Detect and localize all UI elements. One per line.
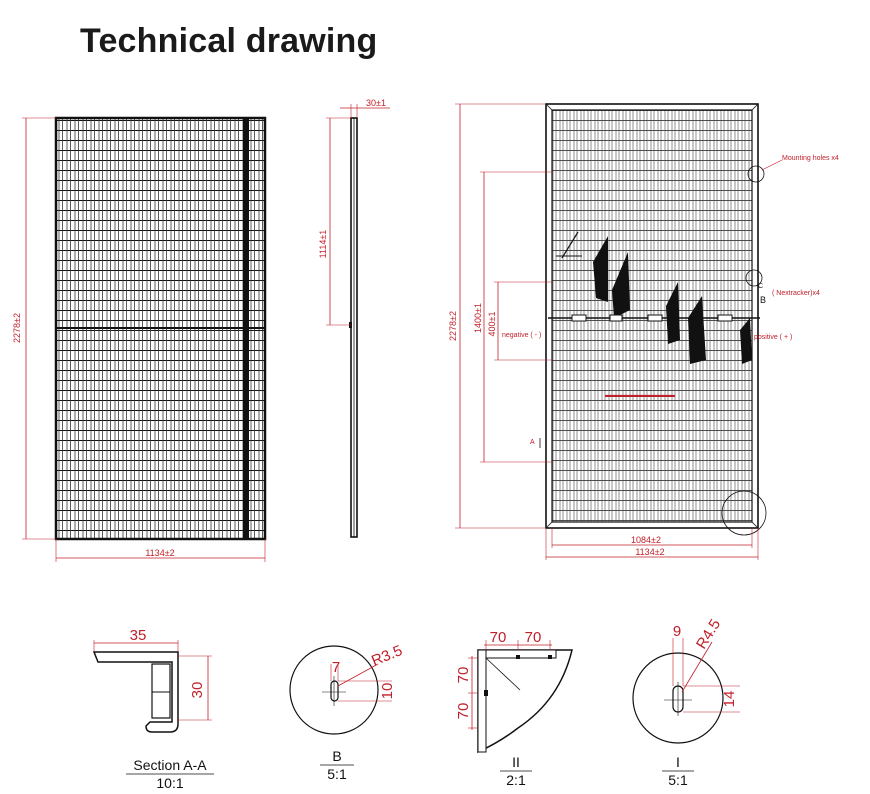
detail-b-radius: R3.5: [369, 642, 405, 670]
nextracker-label: ( Nextracker)x4: [772, 290, 820, 297]
detail-ii-label: II: [512, 754, 520, 770]
front-height-label: 2278±2: [12, 313, 22, 343]
detail-i: 9 R4.5 14 I 5:1: [632, 616, 740, 788]
detail-b-dim-b: 10: [379, 683, 396, 700]
side-thickness-label: 30±1: [366, 98, 386, 108]
nextracker-circle: [745, 269, 763, 287]
side-half-height-label: 1114±1: [318, 230, 328, 259]
detail-ii-top-b: 70: [525, 629, 542, 646]
cable-span-label: 400±1: [487, 312, 497, 337]
section-aa-detail: 35 30 Section A-A 10:1: [92, 627, 214, 791]
mount-spacing-label: 1400±1: [473, 303, 483, 333]
detail-b-slot: [330, 680, 339, 702]
detail-i-dim-b: 14: [721, 691, 738, 708]
detail-b-circle: [289, 645, 379, 735]
point-b-label: B: [760, 295, 766, 305]
detail-ii-corner: [477, 649, 573, 754]
outer-width-label: 1134±2: [635, 547, 664, 557]
detail-i-circle: [721, 490, 767, 536]
back-view: ▬▬▬▬▬▬▬▬▬▬ 2278±2 1400±1 400±1 negative …: [448, 103, 839, 560]
front-view: 2278±2 1134±2: [12, 116, 267, 562]
detail-ii: 70 70 70 70 II 2:1: [455, 629, 573, 788]
inner-width-label: 1084±2: [631, 535, 661, 545]
section-aa-scale: 10:1: [156, 775, 183, 791]
section-height-label: 30: [189, 682, 206, 699]
side-view: 30±1 1114±1: [318, 98, 390, 538]
inner-red-label: ▬▬▬▬▬▬▬▬▬▬: [605, 392, 675, 399]
section-aa-label: Section A-A: [133, 757, 207, 773]
detail-i-scale: 5:1: [668, 772, 688, 788]
detail-ii-side-b: 70: [455, 703, 472, 720]
detail-ii-top-a: 70: [490, 629, 507, 646]
back-height-label: 2278±2: [448, 311, 458, 341]
positive-label: positive ( + ): [754, 334, 792, 341]
section-width-label: 35: [130, 627, 147, 644]
detail-i-radius: R4.5: [693, 616, 724, 652]
detail-b-label: B: [332, 748, 341, 764]
detail-ii-side-a: 70: [455, 667, 472, 684]
detail-b-dim-a: 7: [332, 659, 340, 676]
point-a-label: A: [530, 439, 535, 446]
mounting-holes-label: Mounting holes x4: [782, 155, 839, 162]
junction-box-mid: [612, 252, 630, 318]
page-title: Technical drawing: [80, 22, 378, 60]
detail-b-scale: 5:1: [327, 766, 347, 782]
negative-label: negative ( - ): [502, 332, 541, 339]
point-c-label: C: [758, 283, 763, 290]
detail-b: 7 R3.5 10 B 5:1: [289, 642, 405, 782]
detail-i-dim-a: 9: [673, 623, 681, 640]
mounting-hole-circle: [747, 165, 765, 183]
junction-box-left: [593, 236, 608, 302]
frame-profile: [92, 651, 179, 733]
front-width-label: 1134±2: [145, 548, 174, 558]
junction-box-right: [666, 282, 680, 344]
detail-ii-scale: 2:1: [506, 772, 526, 788]
detail-i-label: I: [676, 754, 680, 770]
detail-i-circle-view: [632, 652, 724, 744]
